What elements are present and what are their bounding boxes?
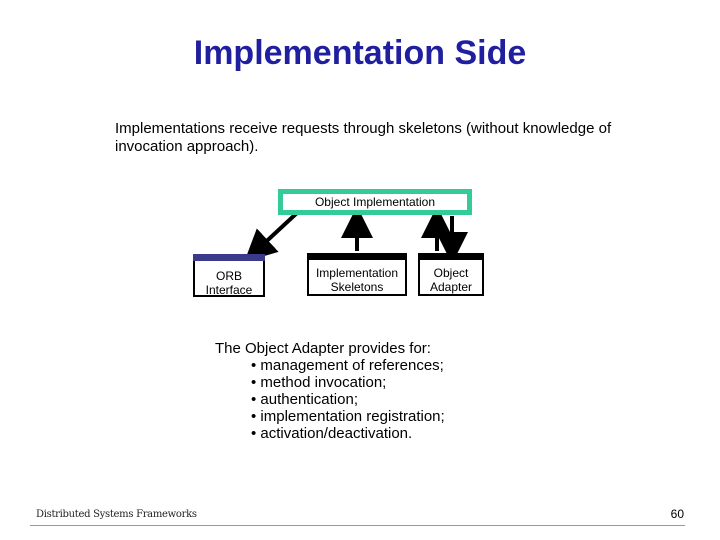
orb-interface-box: ORB Interface [193,254,265,297]
adapter-provides-heading: The Object Adapter provides for: [215,340,431,357]
footer-divider [30,525,685,526]
list-item: • authentication; [251,391,358,408]
list-item: • method invocation; [251,374,387,391]
list-item: • management of references; [251,357,444,374]
object-implementation-box: Object Implementation [278,189,472,215]
slide-title: Implementation Side [193,34,527,72]
object-adapter-label: Object Adapter [429,266,473,294]
list-item: • implementation registration; [251,408,445,425]
list-item: • activation/deactivation. [251,425,413,442]
adapter-bar [418,253,484,260]
implementation-skeletons-box: Implementation Skeletons [307,253,407,296]
adapter-provides-block: The Object Adapter provides for: • manag… [215,340,445,442]
footer-text: Distributed Systems Frameworks [36,509,197,520]
orb-interface-label: ORB Interface [205,269,253,297]
skeletons-bar [307,253,407,260]
object-implementation-label: Object Implementation [314,195,436,209]
arrow-to-orb [244,210,300,262]
object-adapter-box: Object Adapter [418,253,484,296]
orb-interface-bar [193,254,265,261]
intro-text: Implementations receive requests through… [115,120,612,155]
implementation-skeletons-label: Implementation Skeletons [315,266,399,294]
adapter-provides-list: • management of references; • method inv… [215,357,445,442]
page-number: 60 [670,507,684,521]
